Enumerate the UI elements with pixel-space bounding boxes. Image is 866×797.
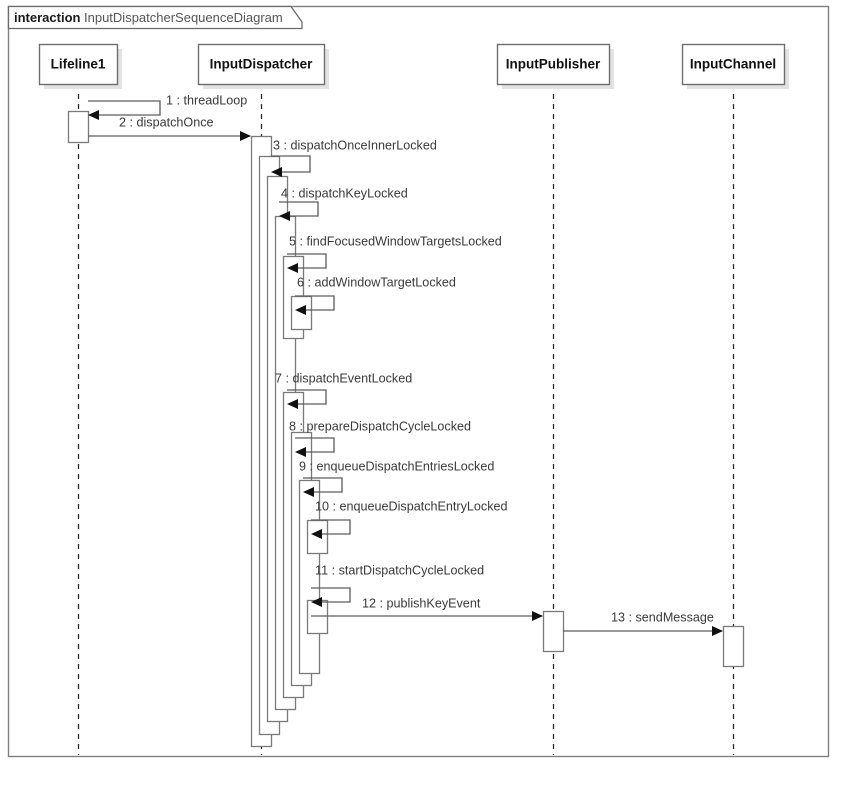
message-arrowhead: [295, 447, 306, 457]
message-2[interactable]: 2 : dispatchOnce: [88, 115, 251, 141]
message-13[interactable]: 13 : sendMessage: [563, 610, 723, 636]
frame-name-label: InputDispatcherSequenceDiagram: [84, 10, 283, 25]
activation-bar: [67, 110, 90, 144]
message-self-line: [88, 100, 161, 116]
lifeline-head-inputpublisher[interactable]: InputPublisher: [496, 43, 615, 90]
message-label: 1 : threadLoop: [166, 93, 247, 107]
message-10[interactable]: 10 : enqueueDispatchEntryLocked: [311, 499, 508, 539]
activations-layer: [67, 110, 745, 748]
message-11[interactable]: 11 : startDispatchCycleLocked: [311, 563, 484, 607]
message-label: 12 : publishKeyEvent: [362, 596, 481, 610]
message-arrowhead: [712, 626, 723, 636]
message-8[interactable]: 8 : prepareDispatchCycleLocked: [289, 419, 471, 457]
message-self-line: [271, 155, 311, 173]
message-self-line: [303, 477, 343, 493]
activation-bar: [290, 295, 313, 331]
message-label: 2 : dispatchOnce: [119, 115, 214, 129]
lifeline-head-inputdispatcher[interactable]: InputDispatcher: [197, 43, 330, 90]
message-1[interactable]: 1 : threadLoop: [88, 93, 247, 120]
message-arrowhead: [88, 110, 99, 120]
message-label: 4 : dispatchKeyLocked: [281, 186, 408, 200]
lifeline-heads-layer: Lifeline1 InputDispatcher InputPublisher In…: [38, 43, 790, 90]
frame-kind-label: interaction: [14, 10, 81, 25]
message-self-line: [311, 519, 351, 535]
message-self-line: [287, 253, 327, 269]
message-label: 10 : enqueueDispatchEntryLocked: [315, 499, 508, 513]
activation-bar: [722, 625, 745, 668]
activation-bar: [542, 610, 565, 653]
lifeline-head-box: [681, 43, 786, 86]
message-arrowhead: [311, 529, 322, 539]
message-12[interactable]: 12 : publishKeyEvent: [311, 596, 543, 621]
message-6[interactable]: 6 : addWindowTargetLocked: [295, 275, 456, 315]
message-arrowhead: [311, 597, 322, 607]
activation-bar: [306, 519, 329, 555]
message-arrowhead: [271, 167, 282, 177]
message-arrowhead: [287, 399, 298, 409]
activation-bar: [306, 599, 329, 635]
message-label: 11 : startDispatchCycleLocked: [315, 563, 484, 577]
lifeline-head-label: InputChannel: [690, 57, 776, 72]
message-label: 13 : sendMessage: [611, 610, 714, 624]
message-arrowhead: [532, 611, 543, 621]
lifeline-head-label: InputPublisher: [506, 57, 601, 72]
message-5[interactable]: 5 : findFocusedWindowTargetsLocked: [287, 234, 502, 273]
lifeline-head-lifeline1[interactable]: Lifeline1: [38, 43, 123, 90]
message-9[interactable]: 9 : enqueueDispatchEntriesLocked: [299, 459, 494, 497]
message-3[interactable]: 3 : dispatchOnceInnerLocked: [271, 138, 437, 177]
message-arrowhead: [240, 131, 251, 141]
message-self-line: [295, 437, 335, 453]
lifeline-head-label: InputDispatcher: [210, 57, 314, 72]
message-self-line: [287, 389, 327, 405]
message-label: 6 : addWindowTargetLocked: [297, 275, 456, 289]
message-label: 8 : prepareDispatchCycleLocked: [289, 419, 471, 433]
frame-tab: [7, 5, 303, 30]
message-label: 5 : findFocusedWindowTargetsLocked: [289, 234, 502, 248]
message-label: 9 : enqueueDispatchEntriesLocked: [299, 459, 494, 473]
message-arrowhead: [303, 487, 314, 497]
message-arrowhead: [295, 305, 306, 315]
message-4[interactable]: 4 : dispatchKeyLocked: [279, 186, 408, 221]
lifeline-head-box: [496, 43, 611, 86]
message-label: 7 : dispatchEventLocked: [275, 371, 412, 385]
lifeline-head-box: [38, 43, 119, 86]
lifeline-head-label: Lifeline1: [51, 57, 106, 72]
message-self-line: [311, 587, 351, 603]
message-arrowhead: [279, 211, 290, 221]
message-label: 3 : dispatchOnceInnerLocked: [273, 138, 437, 152]
lifeline-head-box: [197, 43, 326, 86]
message-self-line: [295, 295, 335, 311]
message-self-line: [279, 201, 319, 217]
message-7[interactable]: 7 : dispatchEventLocked: [275, 371, 412, 409]
messages-layer: 1 : threadLoop 2 : dispatchOnce 3 : dispat…: [88, 93, 723, 636]
lifeline-head-inputchannel[interactable]: InputChannel: [681, 43, 790, 90]
message-arrowhead: [287, 263, 298, 273]
